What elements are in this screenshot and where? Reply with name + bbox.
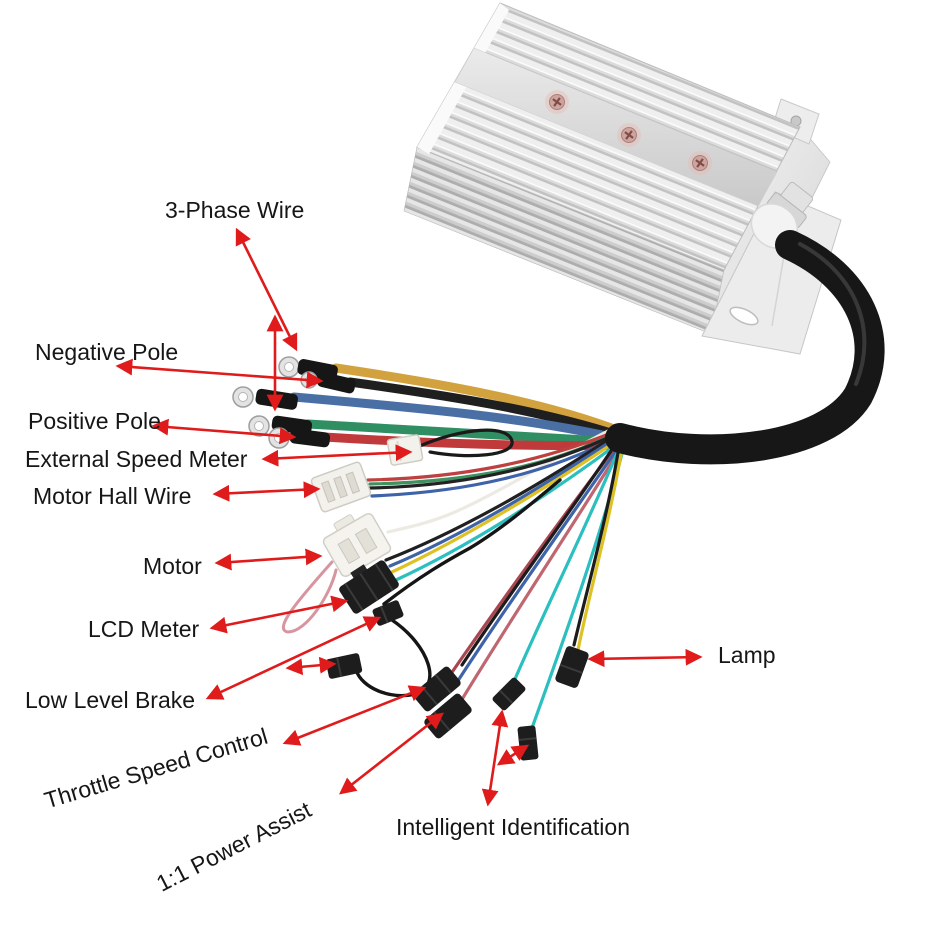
wire-phase-blue	[289, 392, 625, 444]
wire-lamp-yellow	[576, 441, 625, 652]
wire-lcd-blue	[388, 436, 618, 568]
wire-assist-pink	[456, 444, 624, 708]
motor-hall-connector	[310, 461, 372, 513]
arrow-external-speed-meter	[261, 444, 413, 467]
wire-assist-blue	[450, 443, 622, 692]
lamp-connector	[555, 646, 589, 688]
controller-box	[403, 2, 842, 355]
wire-negative-black	[345, 377, 625, 441]
intelligent-identification-connector-1	[492, 677, 526, 711]
arrow-positive-pole	[151, 418, 297, 445]
white-connectors	[310, 434, 424, 577]
learning-loop-connector	[372, 600, 404, 626]
wire-hall-red	[366, 430, 616, 482]
wire-phase-yellow	[331, 363, 627, 437]
label-motor-hall-wire: Motor Hall Wire	[33, 483, 192, 509]
power-cable	[605, 230, 885, 465]
wire-lamp-black	[572, 439, 622, 647]
terminal-phase-blue	[232, 386, 299, 410]
terminal-positive	[268, 427, 331, 449]
wire-lcd-black	[384, 434, 616, 562]
lcd-meter-connector	[339, 560, 399, 614]
arrow-3-phase-wire	[235, 227, 298, 352]
external-speed-meter-connector	[386, 434, 424, 466]
wire-pink-loop	[281, 560, 338, 634]
annotation-arrows	[115, 227, 703, 807]
arrow-intelligent-identification-1	[481, 709, 509, 807]
label-motor: Motor	[143, 553, 202, 579]
label-external-speed-meter: External Speed Meter	[25, 446, 248, 472]
label-lcd-meter: LCD Meter	[88, 616, 200, 642]
label-low-level-brake: Low Level Brake	[25, 687, 196, 713]
wire-learning-black	[382, 478, 562, 606]
label-lamp: Lamp	[718, 642, 776, 668]
arrow-low-level-brake	[205, 616, 382, 700]
wire-lcd-cyan	[394, 440, 622, 582]
red-screw	[688, 151, 712, 175]
red-screw	[617, 123, 641, 147]
cable-highlight	[798, 242, 867, 386]
terminal-negative	[300, 371, 356, 394]
wire-phase-green	[303, 419, 626, 447]
label-3-phase-wire: 3-Phase Wire	[165, 197, 305, 223]
black-connectors	[325, 560, 589, 761]
arrow-lamp	[587, 648, 703, 668]
arrow-throttle-speed-control	[282, 685, 427, 746]
thin-wires	[281, 428, 626, 730]
wire-id-cyan-1	[510, 442, 623, 688]
label-intelligent-identification: Intelligent Identification	[396, 814, 630, 840]
arrow-intelligent-identification-2	[496, 744, 530, 766]
arrow-motor-hall-wire	[212, 481, 321, 502]
arrow-negative-pole	[115, 358, 324, 389]
wire-cluster-black	[460, 440, 619, 667]
wire-black-loop	[354, 618, 432, 698]
intelligent-identification-connector-2	[517, 725, 539, 761]
case-screws	[545, 90, 712, 175]
label-negative-pole: Negative Pole	[35, 339, 179, 365]
thick-wires	[289, 363, 627, 451]
wire-speed-meter-loop	[418, 428, 514, 458]
arrow-lcd-meter	[209, 595, 349, 634]
arrow-motor	[214, 548, 323, 571]
label-positive-pole: Positive Pole	[28, 408, 161, 434]
wire-hall-black	[368, 432, 618, 490]
red-screw	[545, 90, 569, 114]
flange-slot	[729, 306, 759, 326]
wire-lcd-yellow	[390, 438, 620, 574]
arrow-power-assist	[339, 712, 444, 795]
motor-connector	[322, 513, 392, 577]
